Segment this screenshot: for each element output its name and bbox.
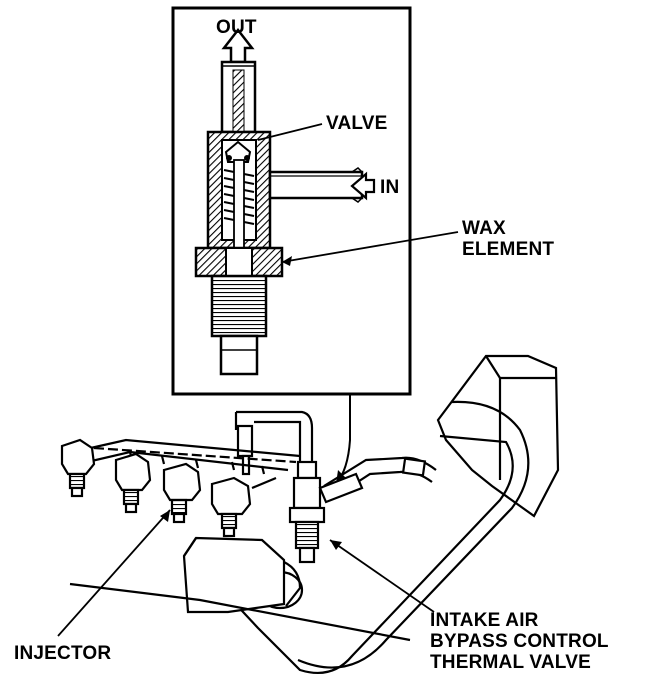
injector-2: [114, 452, 152, 514]
wax-element-label: WAX ELEMENT: [462, 218, 554, 260]
threaded-base: [210, 274, 268, 338]
in-label: IN: [380, 177, 400, 198]
injector-3: [162, 462, 202, 524]
out-arrow: [221, 27, 255, 64]
intake-pipe: [229, 434, 514, 674]
thermal-valve-label-line-1: INTAKE AIR: [430, 610, 539, 631]
wax-leader: [281, 231, 459, 263]
thermal-valve-label-line-2: BYPASS CONTROL: [430, 631, 609, 652]
bypass-hose-2: [323, 456, 437, 487]
plenum: [436, 354, 560, 518]
lower-box: [182, 536, 286, 614]
wax-element-label-line-2: ELEMENT: [462, 239, 555, 260]
thermal-valve-leader: [329, 539, 435, 613]
wax-element-label-line-1: WAX: [462, 218, 506, 239]
valve-label: VALVE: [326, 113, 388, 134]
valve-leader: [257, 123, 323, 141]
in-arrow: [350, 171, 376, 201]
injector-1: [60, 438, 96, 498]
injector-leader: [57, 509, 171, 637]
base-stem: [219, 334, 259, 376]
bypass-hose: [236, 410, 314, 476]
injector-4: [210, 476, 252, 538]
thermal-valve-main: [288, 460, 364, 564]
engine-drawing: [60, 354, 560, 674]
inset-panel: [171, 6, 459, 396]
thermal-valve-label-line-3: THERMAL VALVE: [430, 652, 591, 673]
injector-label: INJECTOR: [14, 643, 112, 664]
out-label: OUT: [216, 17, 257, 38]
thermal-valve-label: INTAKE AIR BYPASS CONTROL THERMAL VALVE: [430, 610, 609, 673]
